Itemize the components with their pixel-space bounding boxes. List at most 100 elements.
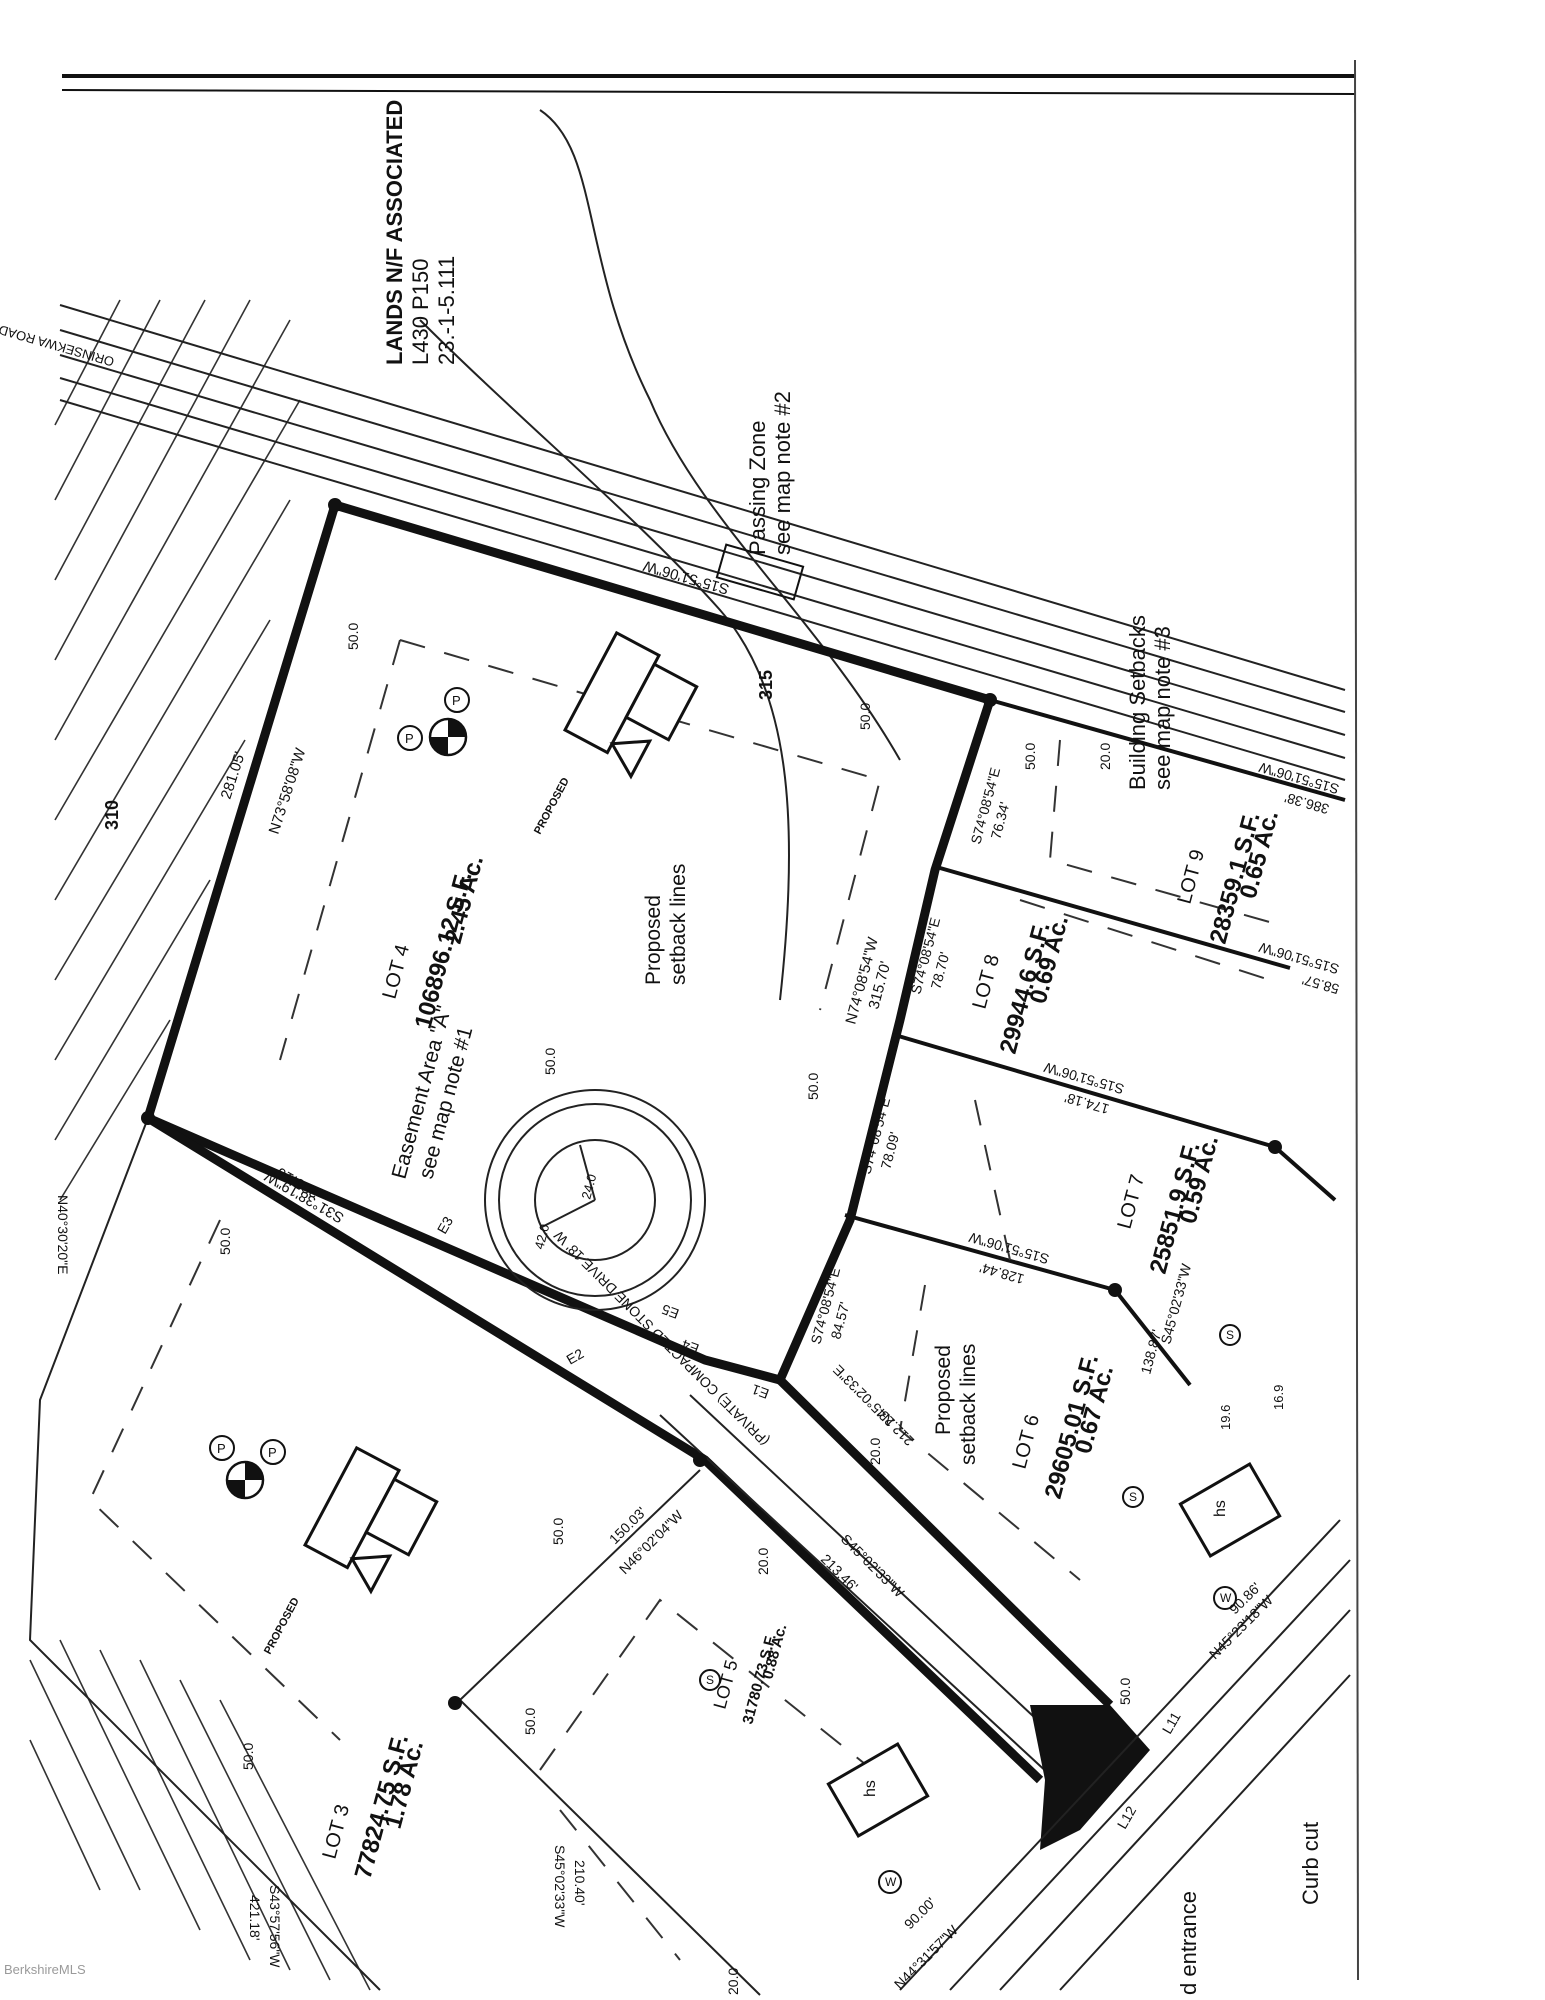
offset-16-9: 16.9 — [1271, 1385, 1286, 1410]
drive-centerline — [689, 1394, 1081, 1761]
proposed-label-lot4: PROPOSED — [532, 776, 572, 837]
main-road-bottom — [899, 1519, 1351, 1991]
adjacent-ref1-label: L430 P150 — [408, 259, 433, 365]
property-corner-markers — [141, 498, 1282, 1710]
drive-edge-north — [776, 1376, 1114, 1709]
setback-50-lot5: 50.0 — [522, 1708, 538, 1735]
lot4-boundary — [143, 500, 995, 1385]
adjacent-owner-label: LANDS N/F ASSOCIATED — [382, 100, 407, 365]
setback-note-lot6-2: setback lines — [957, 1344, 980, 1465]
bearing-lot5-west: S45°02'33"W — [552, 1845, 568, 1928]
proposed-house-lot4 — [562, 630, 699, 780]
house-label-lot5: hs — [862, 1780, 879, 1797]
distance-lot8-lot7-line: 174.18' — [1063, 1090, 1111, 1118]
lot-lines-right — [844, 698, 1346, 1387]
curve-label-e4: E4 — [679, 1336, 701, 1357]
culdesac-inner-circle — [498, 1103, 692, 1297]
distance-lot5-west: 210.40' — [572, 1860, 588, 1906]
perc-label-lot3-b: P — [268, 1445, 277, 1460]
passing-zone-label: Passing Zone — [745, 420, 770, 555]
entrance-label: d entrance — [1176, 1891, 1201, 1995]
adjacent-ref2-label: 23.-1-5.111 — [434, 256, 459, 365]
culdesac-island-circle — [534, 1139, 656, 1261]
curb-cut-label: Curb cut — [1298, 1822, 1323, 1905]
house-label-lot6: hs — [1212, 1500, 1229, 1517]
setback-50-lot8: 50.0 — [805, 1073, 821, 1100]
perc-label-lot4-a: P — [405, 731, 414, 746]
setback-50-lot3-south: 50.0 — [240, 1743, 256, 1770]
bearing-lot5-south: N44°31'57"W — [891, 1921, 962, 1992]
setback-note-lot6: Proposed — [932, 1345, 955, 1435]
setback-20-lot9: 20.0 — [1097, 743, 1113, 770]
lot8-name: LOT 8 — [969, 952, 1005, 1011]
setback-note-lot4-2: setback lines — [667, 864, 690, 985]
road-name-label: ORINSEKWA ROAD (PRIVATE) COMPACTED CRUSH… — [0, 208, 116, 370]
culdesac-radius-42: 42.0 — [531, 1222, 552, 1250]
setback-50-lot4-west: 50.0 — [345, 623, 361, 650]
lot5-name: LOT 5 — [710, 1658, 742, 1711]
hatched-area-bottom-left — [29, 1639, 371, 1991]
setback-20-lot5: 20.0 — [755, 1548, 771, 1575]
setback-50-lot3-north: 50.0 — [217, 1228, 233, 1255]
lot7-name: LOT 7 — [1114, 1172, 1150, 1231]
perc-label-lot4-b: P — [452, 693, 461, 708]
well-symbol-lot6 — [1213, 1586, 1237, 1610]
culdesac-outer-circle — [484, 1089, 706, 1311]
well-label-lot6: W — [1220, 1591, 1232, 1605]
house-box-lot6 — [1178, 1461, 1282, 1559]
setback-50-lot4-mid: 50.0 — [542, 1048, 558, 1075]
road-entrance-fill — [1030, 1705, 1150, 1850]
lot6-name: LOT 6 — [1009, 1412, 1045, 1471]
curve-label-e3: E3 — [434, 1213, 457, 1236]
bearing-lot3-east: S43°57'56"W — [267, 1885, 283, 1968]
septic-symbol-lot6 — [1122, 1486, 1144, 1508]
passing-zone-note-label: see map note #2 — [770, 391, 795, 555]
setback-dashed-lines — [88, 639, 1281, 1961]
septic-symbol-lot5 — [699, 1669, 721, 1691]
hatched-area-left — [54, 299, 301, 1201]
curve-label-e5: E5 — [659, 1301, 681, 1322]
perc-test-symbols-lot4 — [397, 687, 470, 757]
contour-line-310-ridge — [419, 319, 791, 1001]
offset-19-6: 19.6 — [1218, 1405, 1233, 1430]
top-border-line-2 — [61, 89, 1356, 95]
lot9-name: LOT 9 — [1174, 847, 1210, 906]
drive-inner-edge — [659, 1414, 1051, 1776]
watermark-label: BerkshireMLS — [4, 1962, 86, 1977]
setback-20-lot5-south: 20.0 — [725, 1968, 741, 1995]
lot4-name: LOT 4 — [379, 942, 415, 1001]
house-box-lot5 — [826, 1741, 930, 1839]
culdesac-radius-line — [539, 1199, 596, 1229]
proposed-house-lot3 — [302, 1445, 439, 1595]
perc-test-symbols-lot3 — [209, 1435, 286, 1500]
bearing-lot9-lot8-line: S15°51'06"W — [1256, 939, 1340, 977]
lot3-name: LOT 3 — [319, 1802, 355, 1861]
line-label-l11: L11 — [1159, 1709, 1184, 1737]
septic-label-lot5: S — [706, 1673, 714, 1687]
bearing-lot4-west: N73°58'08"W — [266, 745, 310, 836]
line-label-l12: L12 — [1114, 1803, 1140, 1831]
proposed-label-lot3: PROPOSED — [262, 1596, 302, 1657]
setback-20-lot6: 20.0 — [867, 1438, 883, 1465]
distance-lot6-east: 138.87' — [1137, 1328, 1164, 1376]
bearing-lot3-north: N40°30'20"E — [55, 1195, 71, 1274]
passing-zone-box — [715, 543, 805, 601]
contour-315-label: 315 — [756, 670, 776, 700]
building-setbacks-note-label: see map note #3 — [1150, 626, 1175, 790]
septic-label-lot6: S — [1129, 1490, 1137, 1504]
setback-50-lot9: 50.0 — [1022, 743, 1038, 770]
setback-note-lot4: Proposed — [642, 895, 665, 985]
building-setbacks-label: Building Setbacks — [1125, 615, 1150, 790]
contour-310-label: 310 — [102, 800, 122, 830]
setback-50-entrance: 50.0 — [1117, 1678, 1133, 1705]
bearing-lot9-north: S15°51'06"W — [1256, 759, 1340, 797]
distance-lot5-south: 90.00' — [901, 1894, 939, 1932]
distance-lot3-east: 421.18' — [247, 1895, 263, 1941]
lot5-west-line — [459, 1699, 761, 1996]
culdesac-radius-24: 24.0 — [578, 1172, 599, 1200]
septic-symbol-lot7 — [1219, 1324, 1241, 1346]
septic-label-lot7: S — [1226, 1328, 1234, 1342]
well-symbol-lot5 — [878, 1870, 902, 1894]
lot5-north-line — [459, 1469, 701, 1701]
